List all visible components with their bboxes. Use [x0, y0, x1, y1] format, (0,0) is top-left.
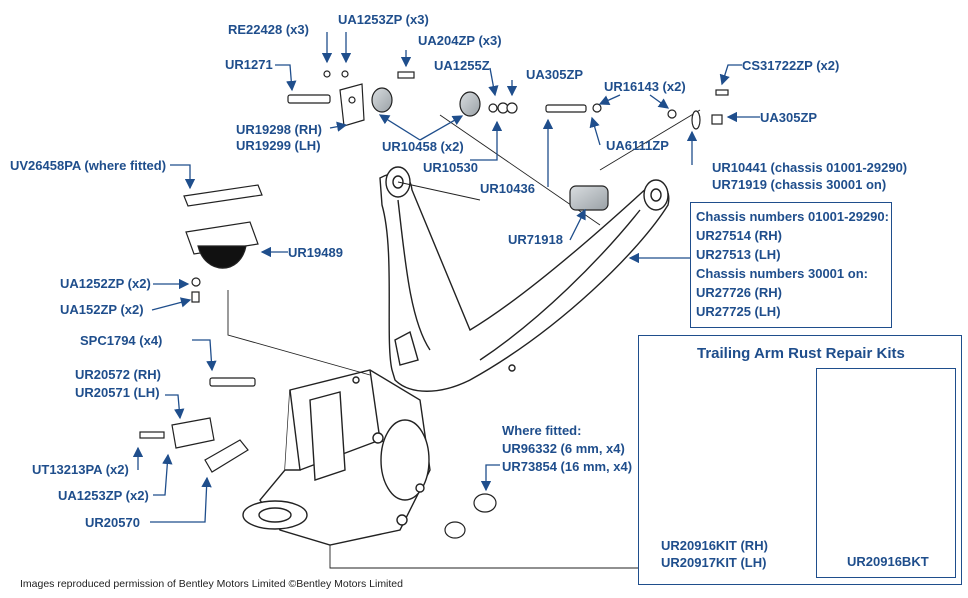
- label-ua204zp: UA204ZP (x3): [418, 33, 502, 48]
- label-ur71918: UR71918: [508, 232, 563, 247]
- kit-label-lh: UR20917KIT (LH): [661, 555, 767, 570]
- chassis-line-2: UR27514 (RH): [696, 228, 782, 243]
- label-ur19298: UR19298 (RH): [236, 122, 322, 137]
- label-spc1794: SPC1794 (x4): [80, 333, 163, 348]
- label-ur16143: UR16143 (x2): [604, 79, 686, 94]
- chassis-line-4: Chassis numbers 30001 on:: [696, 266, 868, 281]
- label-ua305zp-right: UA305ZP: [760, 110, 818, 125]
- label-ua1253zp-bottom: UA1253ZP (x2): [58, 488, 149, 503]
- label-ua6111zp: UA6111ZP: [606, 138, 669, 153]
- label-ur1271: UR1271: [225, 57, 273, 72]
- label-ur20570: UR20570: [85, 515, 140, 530]
- label-ur19299: UR19299 (LH): [236, 138, 321, 153]
- label-ua305zp-top: UA305ZP: [526, 67, 584, 82]
- label-ur73854: UR73854 (16 mm, x4): [502, 459, 633, 474]
- label-uv26458pa: UV26458PA (where fitted): [10, 158, 167, 173]
- label-where-fitted: Where fitted:: [502, 423, 582, 438]
- hub-housing: [242, 369, 431, 546]
- chassis-line-5: UR27726 (RH): [696, 285, 782, 300]
- label-ua152zp: UA152ZP (x2): [60, 302, 144, 317]
- label-ur96332: UR96332 (6 mm, x4): [502, 441, 625, 456]
- label-ut13213pa: UT13213PA (x2): [32, 462, 129, 477]
- label-ur20572: UR20572 (RH): [75, 367, 161, 382]
- trailing-arm: [379, 166, 670, 392]
- label-ua1252zp: UA1252ZP (x2): [60, 276, 151, 291]
- label-ur19489: UR19489: [288, 245, 343, 260]
- chassis-line-1: Chassis numbers 01001-29290:: [696, 209, 889, 224]
- label-ur10530: UR10530: [423, 160, 478, 175]
- upper-fixings: [287, 70, 729, 211]
- kit-label-bracket: UR20916BKT: [847, 554, 929, 569]
- image-credit: Images reproduced permission of Bentley …: [20, 578, 403, 590]
- rust-repair-kits-panel: Trailing Arm Rust Repair Kits UR20916KIT…: [638, 335, 962, 585]
- label-ur10458: UR10458 (x2): [382, 139, 464, 154]
- label-ua1255z: UA1255Z: [434, 58, 490, 73]
- bracket-subpanel: UR20916BKT: [816, 368, 956, 578]
- label-ur10436: UR10436: [480, 181, 535, 196]
- label-ur10441: UR10441 (chassis 01001-29290): [712, 160, 908, 175]
- chassis-line-3: UR27513 (LH): [696, 247, 781, 262]
- chassis-numbers-box: Chassis numbers 01001-29290: UR27514 (RH…: [690, 202, 892, 328]
- callout-leaders: [132, 32, 760, 523]
- label-ua1253zp-top: UA1253ZP (x3): [338, 12, 429, 27]
- label-ur20571: UR20571 (LH): [75, 385, 160, 400]
- construction-lines: [227, 109, 701, 569]
- kits-title: Trailing Arm Rust Repair Kits: [697, 345, 905, 362]
- rubber-mount: [183, 184, 263, 303]
- lower-fixings: [139, 377, 497, 539]
- kit-label-rh: UR20916KIT (RH): [661, 538, 768, 553]
- chassis-line-6: UR27725 (LH): [696, 304, 781, 319]
- label-re22428: RE22428 (x3): [228, 22, 309, 37]
- label-ur71919: UR71919 (chassis 30001 on): [712, 177, 887, 192]
- label-cs31722zp: CS31722ZP (x2): [742, 58, 840, 73]
